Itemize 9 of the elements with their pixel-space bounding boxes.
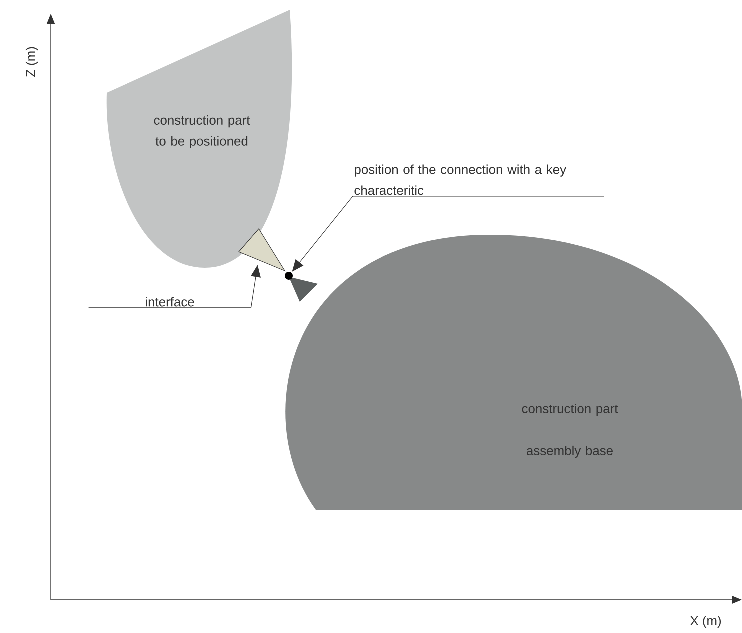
node-label: construction part to be positioned: [154, 115, 250, 148]
node-label: construction part: [522, 404, 618, 416]
axis-label: X (m): [690, 616, 722, 628]
callout-text: position of the connection with a key characteritic: [354, 164, 567, 196]
callout-text: interface: [146, 297, 194, 307]
leader-line: [292, 196, 605, 272]
axis-label: Z (m): [26, 47, 38, 78]
connection-dot: [285, 272, 293, 280]
node-label: assembly base: [527, 446, 613, 458]
